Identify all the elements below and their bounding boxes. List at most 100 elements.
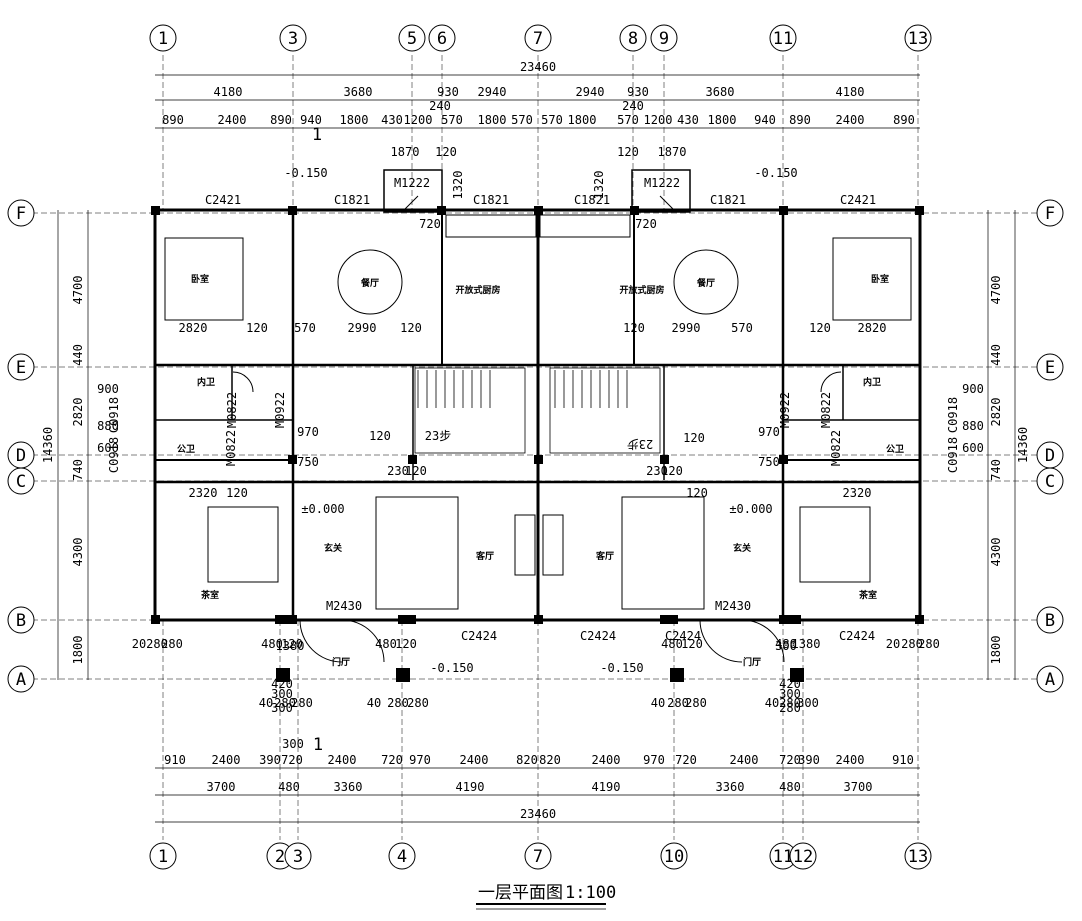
dim-interior: 280 [901, 637, 923, 651]
opening-tag: M0922 [778, 392, 792, 428]
dim-bottom-row1: 820 [539, 753, 561, 767]
dim-top-row2: 940 [300, 113, 322, 127]
dim-bottom-row1: 2400 [212, 753, 241, 767]
dim-top-row2: 890 [270, 113, 292, 127]
axis-circle [149, 842, 177, 870]
dim-interior: 300 [775, 639, 797, 653]
dim-interior: 120 [246, 321, 268, 335]
opening-tag: C2424 [461, 629, 497, 643]
dim-interior: 570 [294, 321, 316, 335]
axis-label: 3 [288, 29, 298, 49]
room-label: 内卫 [863, 376, 881, 388]
axis-label: E [1045, 358, 1055, 378]
axis-bubble-left: A [7, 665, 35, 693]
dim-bottom-row2: 4190 [592, 780, 621, 794]
axis-label: 5 [407, 29, 417, 49]
dim-interior: 40 [765, 696, 779, 710]
axis-bubble-top: 3 [279, 24, 307, 52]
axis-circle [1036, 467, 1064, 495]
dim-top-extra: 120 [617, 145, 639, 159]
dim-top-row2: 1800 [478, 113, 507, 127]
dim-left-inner: 440 [71, 344, 85, 366]
axis-bubble-top: 1 [149, 24, 177, 52]
room-label: 开放式厨房 [455, 284, 500, 296]
opening-tag: M0822 [819, 392, 833, 428]
tea-table [799, 506, 871, 583]
porch-column [790, 668, 804, 682]
axis-circle [1036, 199, 1064, 227]
dim-interior: 900 [97, 382, 119, 396]
dim-top-row2: 1200 [644, 113, 673, 127]
doors [232, 195, 842, 663]
kitchen-counter [445, 214, 537, 238]
door-swing [232, 371, 254, 393]
axis-bubble-bottom: 12 [789, 842, 817, 870]
axis-circle [1036, 665, 1064, 693]
dim-interior: 1380 [276, 639, 305, 653]
dim-interior: 20 [886, 637, 900, 651]
dim-interior: 120 [686, 486, 708, 500]
opening-tag: C0918 [107, 437, 121, 473]
dim-top-row2: 890 [789, 113, 811, 127]
axis-circle [428, 24, 456, 52]
axis-circle [1036, 606, 1064, 634]
axis-label: 8 [628, 29, 638, 49]
dim-interior: 880 [962, 419, 984, 433]
axis-label: 11 [773, 29, 793, 49]
opening-tag: C1821 [334, 193, 370, 207]
axis-label: 2 [275, 847, 285, 867]
opening-tag: C2421 [840, 193, 876, 207]
dim-interior: 600 [962, 441, 984, 455]
entry-porch-right [631, 169, 691, 213]
column [779, 455, 788, 464]
axis-bubble-top: 7 [524, 24, 552, 52]
column [630, 206, 639, 215]
axis-circle [279, 24, 307, 52]
dim-interior: 280 [291, 696, 313, 710]
axis-bubble-bottom: 3 [284, 842, 312, 870]
axis-label: 3 [293, 847, 303, 867]
stair-left [414, 367, 526, 454]
axis-bubble-top: 8 [619, 24, 647, 52]
opening-tag: C2424 [665, 629, 701, 643]
dim-interior: 280 [667, 696, 689, 710]
dim-bottom-row2: 480 [278, 780, 300, 794]
drawing-title: 一层平面图 1:100 [476, 883, 616, 910]
column [534, 206, 543, 215]
axis-label: F [1045, 204, 1055, 224]
axis-bubble-left: B [7, 606, 35, 634]
dim-interior: 1380 [792, 637, 821, 651]
room-label: 公卫 [177, 444, 195, 455]
title-scale: 1:100 [565, 883, 616, 903]
opening-tag: C2424 [580, 629, 616, 643]
room-label: 茶室 [858, 589, 877, 601]
axis-bubble-top: 13 [904, 24, 932, 52]
axis-circle [524, 24, 552, 52]
dim-interior: 420 [271, 677, 293, 691]
opening-tag: M0822 [829, 430, 843, 466]
dim-bottom-row2: 3700 [207, 780, 236, 794]
axis-label: 7 [533, 847, 543, 867]
dim-top-row1: 2940 [478, 85, 507, 99]
dim-interior: 120 [809, 321, 831, 335]
column [779, 206, 788, 215]
axis-label: 4 [397, 847, 407, 867]
dim-bottom-row2: 3700 [844, 780, 873, 794]
dim-interior: 280 [685, 696, 707, 710]
axis-label: D [16, 446, 26, 466]
dim-right-inner: 740 [989, 459, 1003, 481]
axis-bubble-left: D [7, 441, 35, 469]
dim-interior: 300 [282, 737, 304, 751]
axis-label: F [16, 204, 26, 224]
axis-label: 11 [773, 847, 793, 867]
section-mark: 1 [313, 735, 323, 755]
column [151, 206, 160, 215]
column [915, 615, 924, 624]
dim-top-row2: 1200 [404, 113, 433, 127]
opening-tag: M0822 [225, 392, 239, 428]
dim-top-extra: 1870 [391, 145, 420, 159]
dim-top-row2: 570 [511, 113, 533, 127]
opening-tag: C0918 [107, 397, 121, 433]
dim-interior: 20 [132, 637, 146, 651]
axis-label: E [16, 358, 26, 378]
